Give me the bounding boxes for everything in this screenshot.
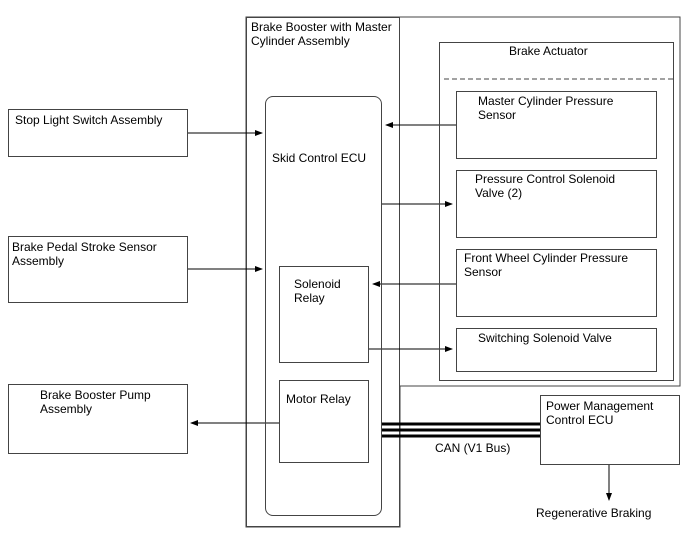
- stop-light-switch-box: [8, 109, 188, 157]
- front-wheel-sensor-label: Front Wheel Cylinder Pressure Sensor: [464, 251, 629, 279]
- master-cylinder-sensor-box: [456, 91, 657, 159]
- power-management-ecu-label: Power Management Control ECU: [546, 399, 654, 427]
- pressure-control-valve-label: Pressure Control Solenoid Valve (2): [475, 172, 616, 200]
- can-bus-label: CAN (V1 Bus): [435, 441, 511, 455]
- motor-relay-box: [279, 380, 369, 463]
- brake-booster-pump-box: [8, 384, 188, 454]
- brake-pedal-sensor-label: Brake Pedal Stroke Sensor Assembly: [12, 240, 157, 268]
- switching-valve-label: Switching Solenoid Valve: [478, 331, 612, 345]
- front-wheel-sensor-box: [456, 249, 657, 317]
- brake-booster-pump-label: Brake Booster Pump Assembly: [40, 388, 151, 416]
- stop-light-switch-label: Stop Light Switch Assembly: [15, 113, 163, 127]
- regenerative-braking-label: Regenerative Braking: [536, 506, 652, 520]
- skid-control-ecu-label: Skid Control ECU: [272, 151, 367, 165]
- solenoid-relay-box: [279, 266, 369, 363]
- pressure-control-valve-box: [456, 170, 657, 238]
- motor-relay-label: Motor Relay: [286, 392, 351, 406]
- brake-pedal-sensor-box: [8, 236, 188, 303]
- brake-booster-assembly-title: Brake Booster with Master Cylinder Assem…: [251, 20, 392, 48]
- solenoid-relay-label: Solenoid Relay: [294, 277, 341, 305]
- power-management-ecu-box: [540, 395, 680, 465]
- brake-actuator-box: [439, 42, 674, 381]
- switching-valve-box: [456, 328, 657, 372]
- brake-actuator-title: Brake Actuator: [509, 44, 588, 58]
- skid-control-ecu-box: [265, 96, 382, 516]
- master-cylinder-sensor-label: Master Cylinder Pressure Sensor: [478, 94, 614, 122]
